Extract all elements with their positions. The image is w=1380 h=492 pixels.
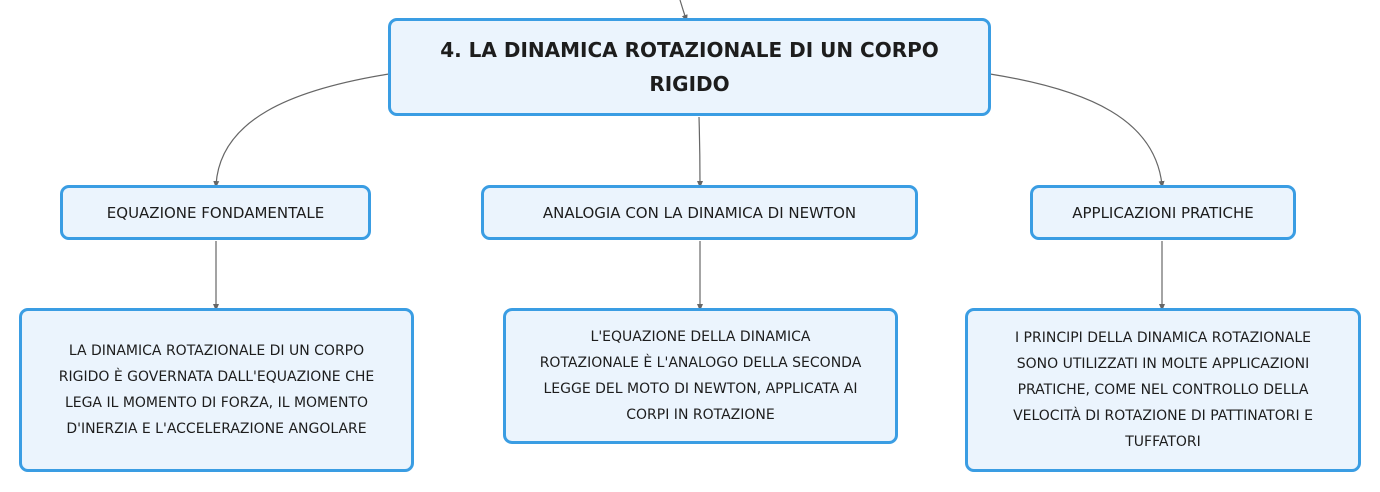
detail-line: LEGA IL MOMENTO DI FORZA, IL MOMENTO: [64, 395, 369, 411]
connector-root-to-applicazioni: [989, 73, 1165, 188]
root-topic-text: 4. LA DINAMICA ROTAZIONALE DI UN CORPO R…: [440, 33, 939, 101]
detail-line: CORPI IN ROTAZIONE: [626, 407, 775, 423]
branch-label: ANALOGIA CON LA DINAMICA DI NEWTON: [542, 203, 857, 222]
detail-text: LA DINAMICA ROTAZIONALE DI UN CORPO RIGI…: [59, 338, 375, 442]
detail-line: D'INERZIA E L'ACCELERAZIONE ANGOLARE: [66, 421, 367, 437]
detail-line: SONO UTILIZZATI IN MOLTE APPLICAZIONI: [1016, 356, 1310, 372]
detail-text: I PRINCIPI DELLA DINAMICA ROTAZIONALE SO…: [1013, 325, 1313, 455]
connector-root-to-equazione: [213, 73, 390, 188]
root-topic-line: RIGIDO: [649, 72, 730, 96]
branch-label: APPLICAZIONI PRATICHE: [1072, 203, 1254, 222]
detail-line: RIGIDO È GOVERNATA DALL'EQUAZIONE CHE: [58, 369, 375, 385]
branch-label: EQUAZIONE FONDAMENTALE: [106, 203, 325, 222]
detail-line: VELOCITÀ DI ROTAZIONE DI PATTINATORI E: [1013, 408, 1313, 424]
root-topic-node[interactable]: 4. LA DINAMICA ROTAZIONALE DI UN CORPO R…: [388, 18, 991, 116]
branch-node-applicazioni-pratiche[interactable]: APPLICAZIONI PRATICHE: [1030, 185, 1296, 240]
detail-node-equazione-fondamentale[interactable]: LA DINAMICA ROTAZIONALE DI UN CORPO RIGI…: [19, 308, 414, 472]
detail-line: TUFFATORI: [1125, 434, 1201, 450]
detail-node-applicazioni-pratiche[interactable]: I PRINCIPI DELLA DINAMICA ROTAZIONALE SO…: [965, 308, 1361, 472]
detail-line: I PRINCIPI DELLA DINAMICA ROTAZIONALE: [1014, 330, 1312, 346]
detail-line: L'EQUAZIONE DELLA DINAMICA: [590, 329, 811, 345]
detail-line: LA DINAMICA ROTAZIONALE DI UN CORPO: [68, 343, 365, 359]
root-topic-line: 4. LA DINAMICA ROTAZIONALE DI UN CORPO: [440, 38, 939, 62]
detail-line: ROTAZIONALE È L'ANALOGO DELLA SECONDA: [539, 355, 862, 371]
connector-root-to-analogia: [696, 116, 703, 188]
connector-from-parent: [679, 0, 688, 22]
detail-line: LEGGE DEL MOTO DI NEWTON, APPLICATA AI: [543, 381, 858, 397]
branch-node-analogia-newton[interactable]: ANALOGIA CON LA DINAMICA DI NEWTON: [481, 185, 918, 240]
detail-text: L'EQUAZIONE DELLA DINAMICA ROTAZIONALE È…: [540, 324, 862, 428]
detail-node-analogia-newton[interactable]: L'EQUAZIONE DELLA DINAMICA ROTAZIONALE È…: [503, 308, 898, 444]
detail-line: PRATICHE, COME NEL CONTROLLO DELLA: [1017, 382, 1309, 398]
branch-node-equazione-fondamentale[interactable]: EQUAZIONE FONDAMENTALE: [60, 185, 371, 240]
